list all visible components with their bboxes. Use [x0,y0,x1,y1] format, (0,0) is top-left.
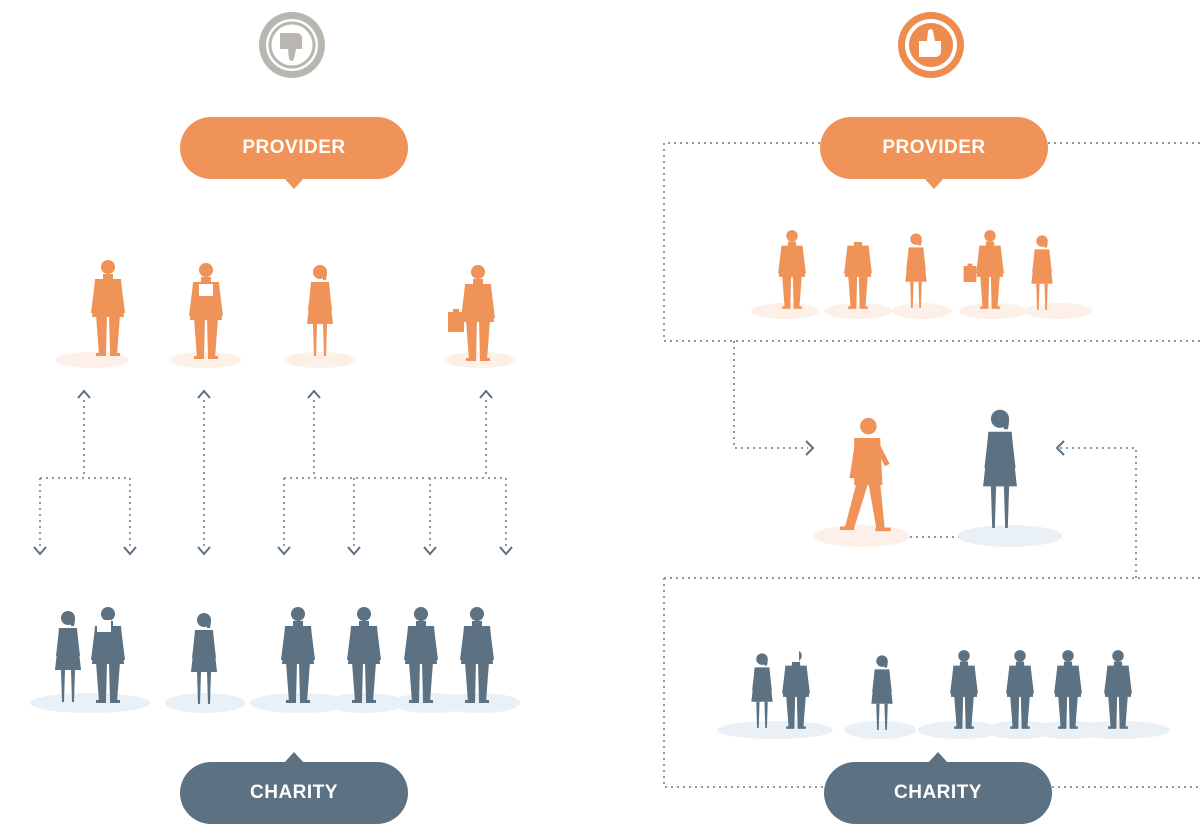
charity-person [55,611,81,702]
provider-person [1031,235,1053,310]
floor-shadow [165,693,245,713]
arrowheads [33,389,513,556]
left-provider-pill: PROVIDER [180,117,408,189]
charity-person [1104,650,1132,729]
left-provider-pointer [284,178,304,189]
floor-shadow [30,693,150,713]
floor-shadow [56,352,128,368]
right-provider-label: PROVIDER [882,137,986,158]
left-charity-pointer [284,752,304,763]
provider-person [976,230,1004,309]
provider-person [307,265,333,356]
charity-person [983,409,1017,528]
floor-shadow [284,352,356,368]
floor-shadow [325,693,405,713]
provider-person [91,260,125,356]
charity-person [191,613,217,704]
provider-person [189,263,223,359]
charity-paper [97,620,111,632]
floor-shadow [892,303,952,319]
floor-shadow [440,693,520,713]
floor-shadow [958,525,1062,547]
left-provider-label: PROVIDER [242,137,346,158]
floor-shadow [959,303,1027,319]
right-charity-pill: CHARITY [824,752,1052,824]
charity-person [871,655,893,730]
charity-person [751,653,773,728]
arrowheads [805,440,1065,456]
charity-person [404,607,438,703]
floor-shadow [717,721,833,739]
provider-person [461,265,495,361]
provider-person [905,233,927,308]
charity-person [950,650,978,729]
briefcase-icon [448,309,464,332]
charity-person [1006,650,1034,729]
floor-shadow [169,352,241,368]
charity-person [347,607,381,703]
left-connectors [39,400,507,546]
right-charity-label: CHARITY [894,782,982,803]
floor-shadow [824,303,892,319]
left-charity-label: CHARITY [250,782,338,803]
charity-person [1054,650,1082,729]
floor-shadow [918,721,1002,739]
left-charity-pill: CHARITY [180,752,408,824]
provider-paper [199,284,213,296]
provider-person [778,230,806,309]
right-charity-pointer [928,752,948,763]
briefcase-icon [963,263,977,282]
right-provider-pill: PROVIDER [820,117,1048,189]
thumbs-down-badge-icon [259,12,325,78]
provider-walking-person [840,417,891,532]
floor-shadow [250,693,350,713]
provider-paper [851,230,865,242]
charity-person [460,607,494,703]
floor-shadow [814,525,910,547]
floor-shadow [984,721,1056,739]
right-provider-pointer [924,178,944,189]
charity-person [281,607,315,703]
floor-shadow [844,721,916,739]
floor-shadow [751,303,819,319]
charity-paper [785,650,799,662]
thumbs-up-badge-icon [898,12,964,78]
floor-shadow [1024,303,1092,319]
right-connectors [663,142,1200,788]
floor-shadow [1070,721,1170,739]
